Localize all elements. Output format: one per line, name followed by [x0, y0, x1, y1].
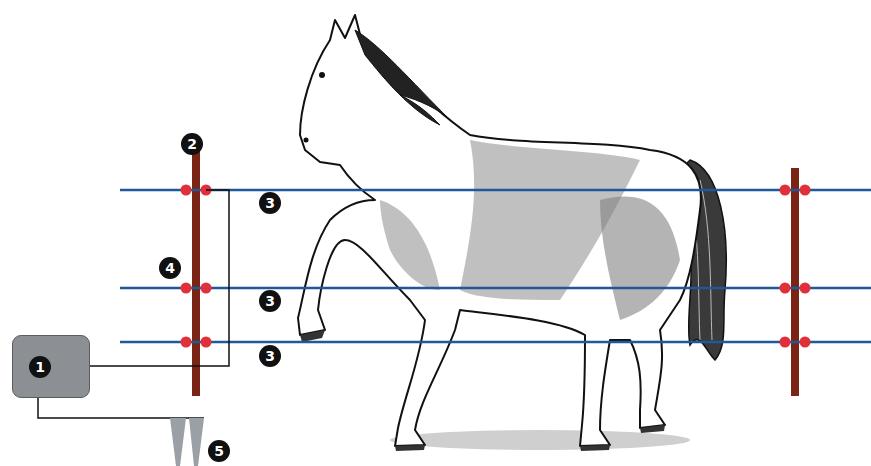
callout-number: 4: [159, 257, 181, 279]
fence-post: [192, 150, 200, 396]
horse-body: [298, 15, 701, 446]
horse-mane: [355, 30, 450, 125]
ground-rod: [170, 418, 204, 466]
insulator: [181, 185, 811, 348]
energizer-box: 1: [12, 335, 90, 398]
ground-wire: [38, 398, 204, 418]
callout-number: 3: [259, 345, 281, 367]
horse-eye: [319, 72, 325, 78]
horse-shadow: [390, 430, 690, 450]
horse-shading: [380, 140, 680, 320]
fence-wire: [120, 190, 871, 342]
callout-number: 3: [259, 290, 281, 312]
lead-out-wire: [90, 190, 229, 366]
callout-number: 2: [181, 133, 203, 155]
horse-hooves: [300, 330, 665, 451]
callout-number: 5: [208, 440, 230, 462]
callout-number: 3: [259, 192, 281, 214]
fence-post: [791, 168, 799, 396]
horse-nostril: [304, 138, 309, 143]
callout-number: 1: [29, 356, 51, 378]
